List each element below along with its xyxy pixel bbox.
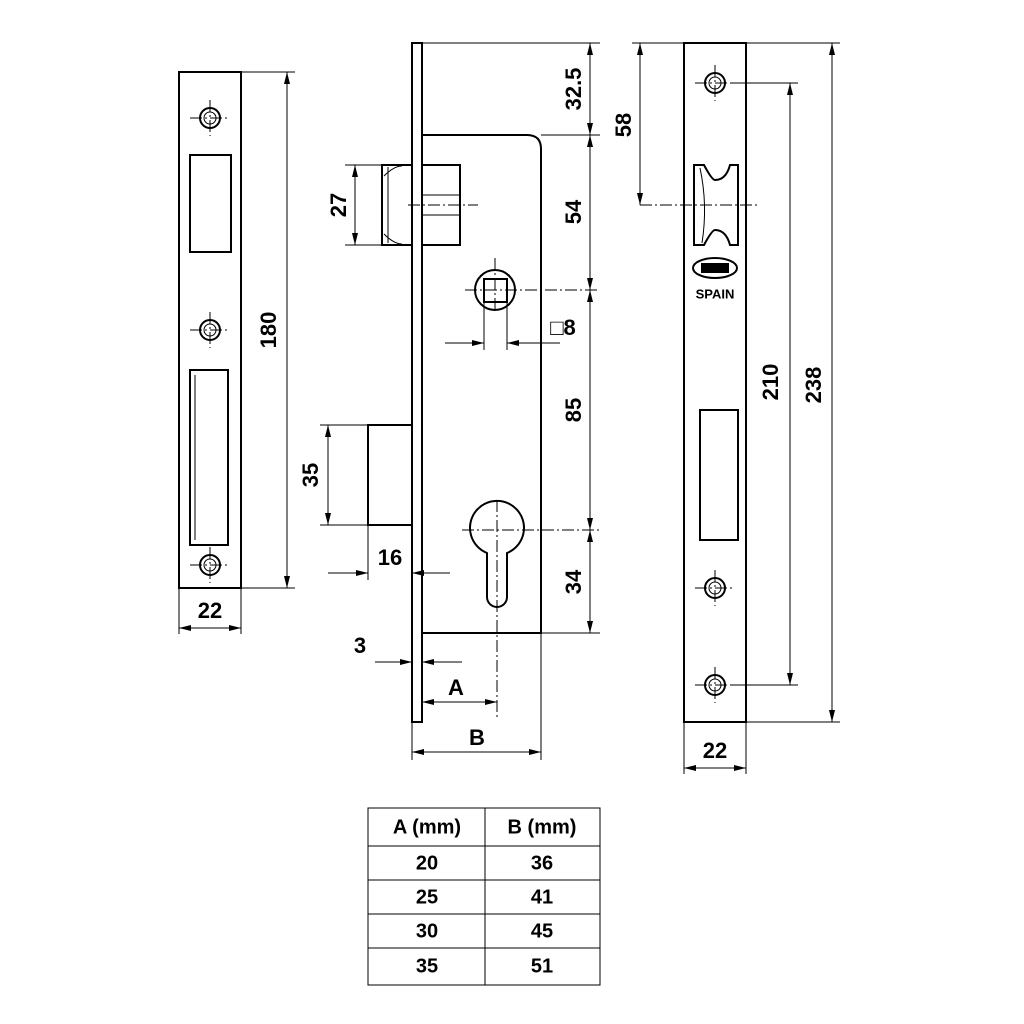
table-cell: 20 (416, 852, 438, 874)
origin-label: SPAIN (696, 286, 735, 301)
front-faceplate: SPAIN (640, 42, 760, 723)
table-cell: 25 (416, 886, 438, 908)
dim-latch-from-top: 58 (611, 113, 636, 137)
bolt-slot (699, 409, 739, 541)
dim-spindle-square: □8 (550, 315, 576, 340)
dim-strike-width: 22 (198, 598, 222, 623)
table-cell: 41 (531, 886, 553, 908)
dimension-table: A (mm) B (mm) 20 36 25 41 30 45 35 51 (367, 807, 601, 986)
dim-faceplate-height: 238 (801, 367, 826, 404)
table-header: A (mm) (393, 816, 461, 838)
dim-backset: A (448, 675, 464, 700)
faceplate-side (411, 42, 423, 723)
table-cell: 35 (416, 955, 438, 977)
screw-hole-icon (695, 667, 735, 703)
dim-deadbolt-throw: 16 (378, 545, 402, 570)
dim-top-offset: 32.5 (561, 68, 586, 111)
table-cell: 45 (531, 920, 553, 942)
strike-plate (178, 71, 242, 589)
dim-latch-to-spindle: 54 (561, 199, 586, 224)
dim-faceplate-width: 22 (703, 738, 727, 763)
screw-hole-icon (695, 65, 735, 101)
dim-deadbolt-height: 35 (298, 463, 323, 487)
table-cell: 30 (416, 920, 438, 942)
deadbolt (367, 424, 413, 526)
lock-body (367, 42, 600, 723)
dim-latch-height: 27 (326, 193, 351, 217)
dim-hole-spacing: 210 (758, 364, 783, 401)
latch (381, 164, 413, 246)
table-cell: 51 (531, 955, 553, 977)
screw-hole-icon (695, 570, 735, 606)
dim-cylinder-to-bottom: 34 (561, 569, 586, 594)
dim-spindle-to-cylinder: 85 (561, 398, 586, 422)
brand-logo (692, 257, 738, 279)
dim-strike-height: 180 (256, 312, 281, 349)
table-cell: 36 (531, 852, 553, 874)
bolt-slot (189, 369, 229, 546)
screw-hole-icon (190, 547, 230, 583)
dim-faceplate-thickness: 3 (354, 633, 366, 658)
latch-slot (189, 154, 232, 253)
screw-hole-icon (190, 312, 230, 348)
dim-body-depth: B (469, 725, 485, 750)
latch-window (693, 164, 739, 246)
screw-hole-icon (190, 100, 230, 136)
cylinder-hole (469, 500, 525, 608)
table-header: B (mm) (508, 816, 577, 838)
